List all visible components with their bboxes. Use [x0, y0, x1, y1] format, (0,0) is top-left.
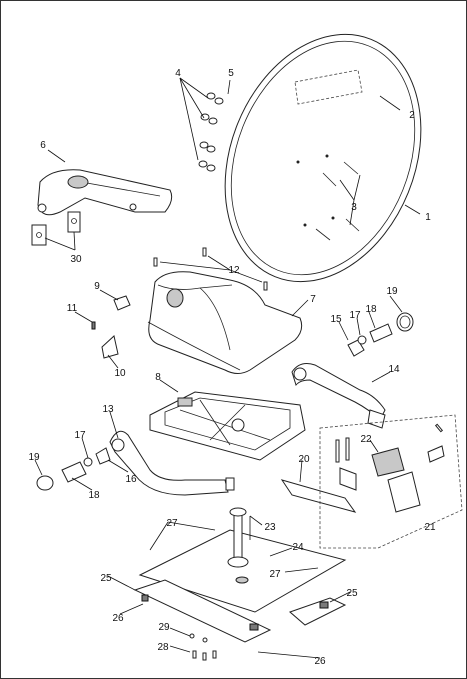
callout-26-right: 26 [314, 656, 326, 667]
callout-28: 28 [157, 642, 169, 653]
callout-22: 22 [360, 434, 372, 445]
mounting-bar [280, 467, 357, 513]
callout-25-right: 25 [346, 588, 358, 599]
callout-25-left: 25 [100, 573, 112, 584]
callout-5: 5 [228, 68, 234, 79]
leader-lines [34, 77, 421, 659]
callout-8: 8 [155, 372, 161, 383]
callout-29: 29 [158, 622, 170, 633]
callout-labels: 1 2 3 4 5 6 7 8 9 10 11 12 13 14 15 16 1… [28, 68, 436, 667]
callout-14: 14 [388, 364, 400, 375]
base-feet [133, 579, 347, 643]
callout-9: 9 [94, 281, 100, 292]
washer-nut-set [198, 92, 224, 172]
callout-6: 6 [40, 140, 46, 151]
callout-2: 2 [409, 110, 415, 121]
callout-21: 21 [424, 522, 436, 533]
lnb-kit-group [319, 414, 463, 549]
callout-12: 12 [228, 265, 240, 276]
callout-30: 30 [70, 254, 82, 265]
callout-23: 23 [264, 522, 276, 533]
radome-cover [147, 271, 303, 374]
callout-10: 10 [114, 368, 126, 379]
callout-20: 20 [298, 454, 310, 465]
callout-13: 13 [102, 404, 114, 415]
callout-18-right: 18 [365, 304, 377, 315]
dish-reflector [224, 33, 422, 283]
callout-27-mid: 27 [269, 569, 281, 580]
lnb-arm-right [291, 363, 386, 429]
callout-26-left: 26 [112, 613, 124, 624]
callout-15: 15 [330, 314, 342, 325]
callout-24: 24 [292, 542, 304, 553]
callout-19-right: 19 [386, 286, 398, 297]
small-bracket-parts [91, 295, 131, 359]
callout-27-top: 27 [166, 518, 178, 529]
mast-and-base [138, 507, 347, 613]
lnb-arm-left [109, 430, 235, 496]
lnb-hardware-left [36, 447, 111, 491]
cover-screws [153, 247, 268, 291]
dish-mounting-bracket [31, 169, 173, 246]
callout-11: 11 [67, 303, 78, 314]
callout-1: 1 [425, 212, 431, 223]
callout-19-left: 19 [28, 452, 40, 463]
callout-17-left: 17 [74, 430, 86, 441]
callout-17-right: 17 [349, 310, 361, 321]
base-screws [189, 633, 217, 661]
callout-7: 7 [310, 294, 316, 305]
callout-4: 4 [175, 68, 181, 79]
callout-3: 3 [351, 202, 357, 213]
callout-16: 16 [125, 474, 137, 485]
callout-18-left: 18 [88, 490, 100, 501]
base-plate [149, 391, 306, 461]
lnb-hardware-right [347, 312, 414, 357]
